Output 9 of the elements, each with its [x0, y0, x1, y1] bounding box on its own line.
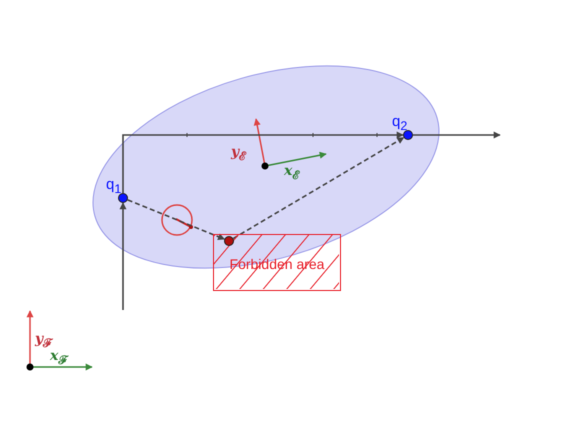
- axis-label: y$_{ℰ}$: [231, 145, 246, 162]
- axis-label: x$_{ℰ}$: [284, 164, 300, 182]
- arrow: [122, 132, 404, 193]
- axis-label: x$_{ℱ}$: [50, 349, 68, 366]
- point-label: q$_{2}$: [392, 114, 408, 132]
- arrow: [413, 132, 501, 138]
- axis-label: y$_{ℱ}$: [35, 332, 54, 350]
- arrow: [120, 202, 126, 310]
- point-label: q$_{1}$: [106, 177, 122, 196]
